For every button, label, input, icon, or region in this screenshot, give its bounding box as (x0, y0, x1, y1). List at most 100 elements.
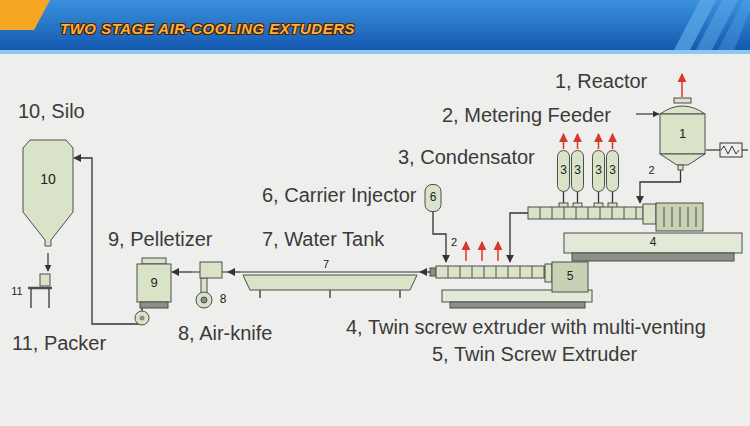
fan-hub (201, 297, 207, 303)
pipe-connector (640, 170, 681, 203)
part-label: 8, Air-knife (178, 322, 272, 345)
packer: 11 (10, 274, 52, 308)
barrel-segment (540, 207, 541, 219)
title-stripe (0, 50, 750, 54)
part-label: 7, Water Tank (262, 228, 384, 251)
callout-number: 3 (560, 164, 567, 177)
barrel-segment (636, 207, 637, 219)
pipe-connector (228, 271, 240, 272)
callout-number: 9 (150, 276, 157, 290)
gearbox (545, 264, 552, 282)
blower-hub (140, 316, 145, 321)
extruder-barrel (528, 207, 643, 219)
vent-arrow (577, 134, 579, 149)
equipment-drawing (240, 258, 420, 298)
packing-bag (40, 274, 50, 286)
barrel-segment (472, 266, 473, 278)
motor-fin (688, 207, 689, 227)
equipment-drawing (22, 140, 74, 252)
part-label: 11, Packer (12, 332, 106, 355)
heater-coil (721, 146, 739, 154)
corner-flag (0, 0, 50, 30)
barrel-segment (588, 207, 589, 219)
condenser: 3 (557, 150, 570, 192)
part-label: 3, Condensator (398, 146, 535, 169)
title-band (0, 0, 750, 50)
injector-shape (425, 185, 441, 212)
reactor-outlet (678, 165, 683, 170)
gearbox (643, 204, 656, 224)
extruder-barrel (436, 266, 545, 278)
callout-number: 4 (650, 236, 657, 249)
motor-box (552, 262, 588, 292)
tank-leg (329, 290, 331, 298)
heater-pipe (742, 149, 748, 150)
condenser-shape (607, 151, 619, 192)
blower-housing (135, 311, 149, 325)
equipment-drawing (430, 262, 595, 308)
condenser-shape (572, 151, 584, 192)
callout-number: 11 (11, 285, 22, 297)
part-label: 10, Silo (18, 100, 85, 123)
barrel-segment (564, 207, 565, 219)
reactor-vessel: 1 (655, 98, 710, 170)
pipe-connector (563, 192, 564, 203)
vent-arrow (598, 134, 600, 149)
vent-arrow (497, 242, 499, 261)
reactor-flange (674, 98, 691, 103)
condenser-shape (558, 151, 570, 192)
condenser-shape (593, 151, 605, 192)
vent-arrow (563, 134, 565, 149)
barrel-segment (496, 266, 497, 278)
callout-number: 3 (595, 164, 602, 177)
reactor-body (660, 114, 705, 154)
vent-arrow (481, 242, 483, 261)
callout-number: 3 (609, 164, 616, 177)
barrel-segment (532, 266, 533, 278)
vent-arrow (612, 134, 614, 149)
air-hood (200, 262, 222, 278)
pipe-connector (172, 271, 192, 272)
barrel-segment (508, 266, 509, 278)
outlet-arrow (47, 253, 48, 271)
condenser: 3 (592, 150, 605, 192)
part-label: 4, Twin screw extruder with multi-ventin… (346, 316, 706, 339)
vapour-arrow (681, 74, 683, 97)
tank-leg (399, 290, 401, 298)
injector: 6 (424, 184, 442, 212)
barrel-segment (448, 266, 449, 278)
tank-leg (259, 290, 261, 298)
band-stripe (718, 0, 750, 50)
pipe-connector (433, 212, 446, 262)
barrel-segment (612, 207, 613, 219)
water-trough (243, 275, 417, 290)
machine-legs (450, 302, 585, 308)
machine-base (564, 233, 742, 253)
pelletizer-cap (142, 258, 166, 264)
pipe-label: 2 (450, 236, 458, 248)
barrel-segment (624, 207, 625, 219)
callout-number: 8 (220, 293, 227, 306)
pipe-connector (598, 192, 599, 203)
condenser: 3 (606, 150, 619, 192)
pipe-connector (577, 192, 578, 203)
feed-arrow (636, 113, 659, 114)
extruder-die (430, 268, 436, 276)
motor-fin (696, 207, 697, 227)
machine-legs (572, 253, 734, 261)
silo: 10 (22, 140, 74, 252)
pipe-connector (420, 271, 430, 272)
part-label: 9, Pelletizer (108, 228, 213, 251)
motor-fin (680, 207, 681, 227)
reactor-cone (660, 154, 705, 165)
part-label: 1, Reactor (555, 70, 647, 93)
pipe-connector (510, 213, 528, 262)
silo-shape (23, 140, 73, 246)
equipment-drawing (528, 203, 744, 261)
pelletizer: 9 (136, 258, 172, 308)
motor-fin (664, 207, 665, 227)
blower-symbol (135, 311, 149, 325)
pipe-connector (612, 192, 613, 203)
callout-number: 5 (567, 270, 574, 283)
part-label: 6, Carrier Injector (262, 184, 417, 207)
